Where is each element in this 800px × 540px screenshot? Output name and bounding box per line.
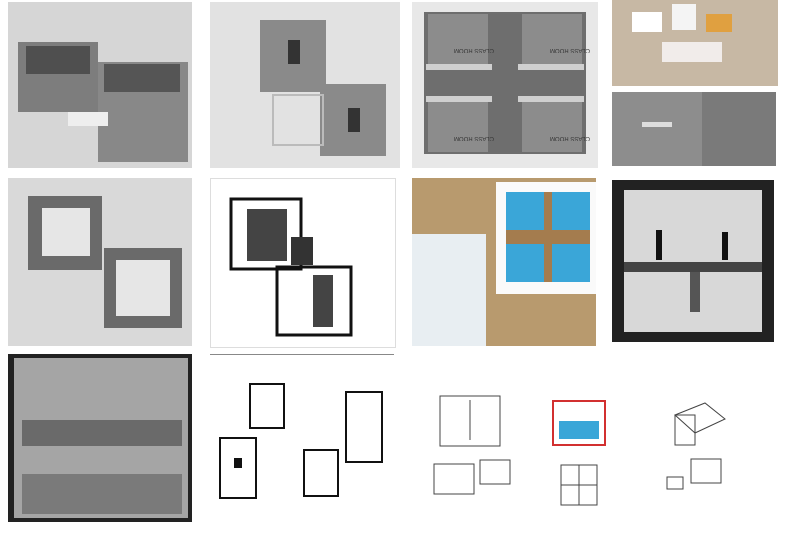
sketch-perspective-notes (420, 380, 530, 510)
room-label: CLASS ROOM (550, 135, 591, 141)
room-label: CLASS ROOM (454, 47, 495, 53)
photo-top-view-boxes (210, 2, 400, 168)
sketch-drawing (552, 400, 606, 506)
sketch-isometric-boxes (655, 395, 775, 510)
photo-floorplan-model: CLASS ROOM CLASS ROOM CLASS ROOM CLASS R… (412, 2, 598, 168)
room-label: CLASS ROOM (550, 47, 591, 53)
sketch-drawing (219, 383, 383, 499)
sketch-three-boxes (210, 354, 394, 522)
sketch-colored-section (545, 395, 615, 515)
photo-two-cardboard-boxes (8, 2, 192, 168)
room-label: CLASS ROOM (454, 135, 495, 141)
photo-section-model (8, 354, 192, 522)
photo-box-interior (612, 92, 776, 166)
photo-section-model-figures (612, 180, 774, 342)
photo-open-boxes (8, 178, 192, 346)
sketch-drawing (666, 402, 726, 490)
photo-colored-model (412, 178, 596, 346)
photo-massing-models (612, 0, 778, 86)
sketch-drawing (433, 395, 511, 495)
sketch-plan-hatched (210, 178, 396, 348)
sketch-drawing (229, 197, 353, 337)
